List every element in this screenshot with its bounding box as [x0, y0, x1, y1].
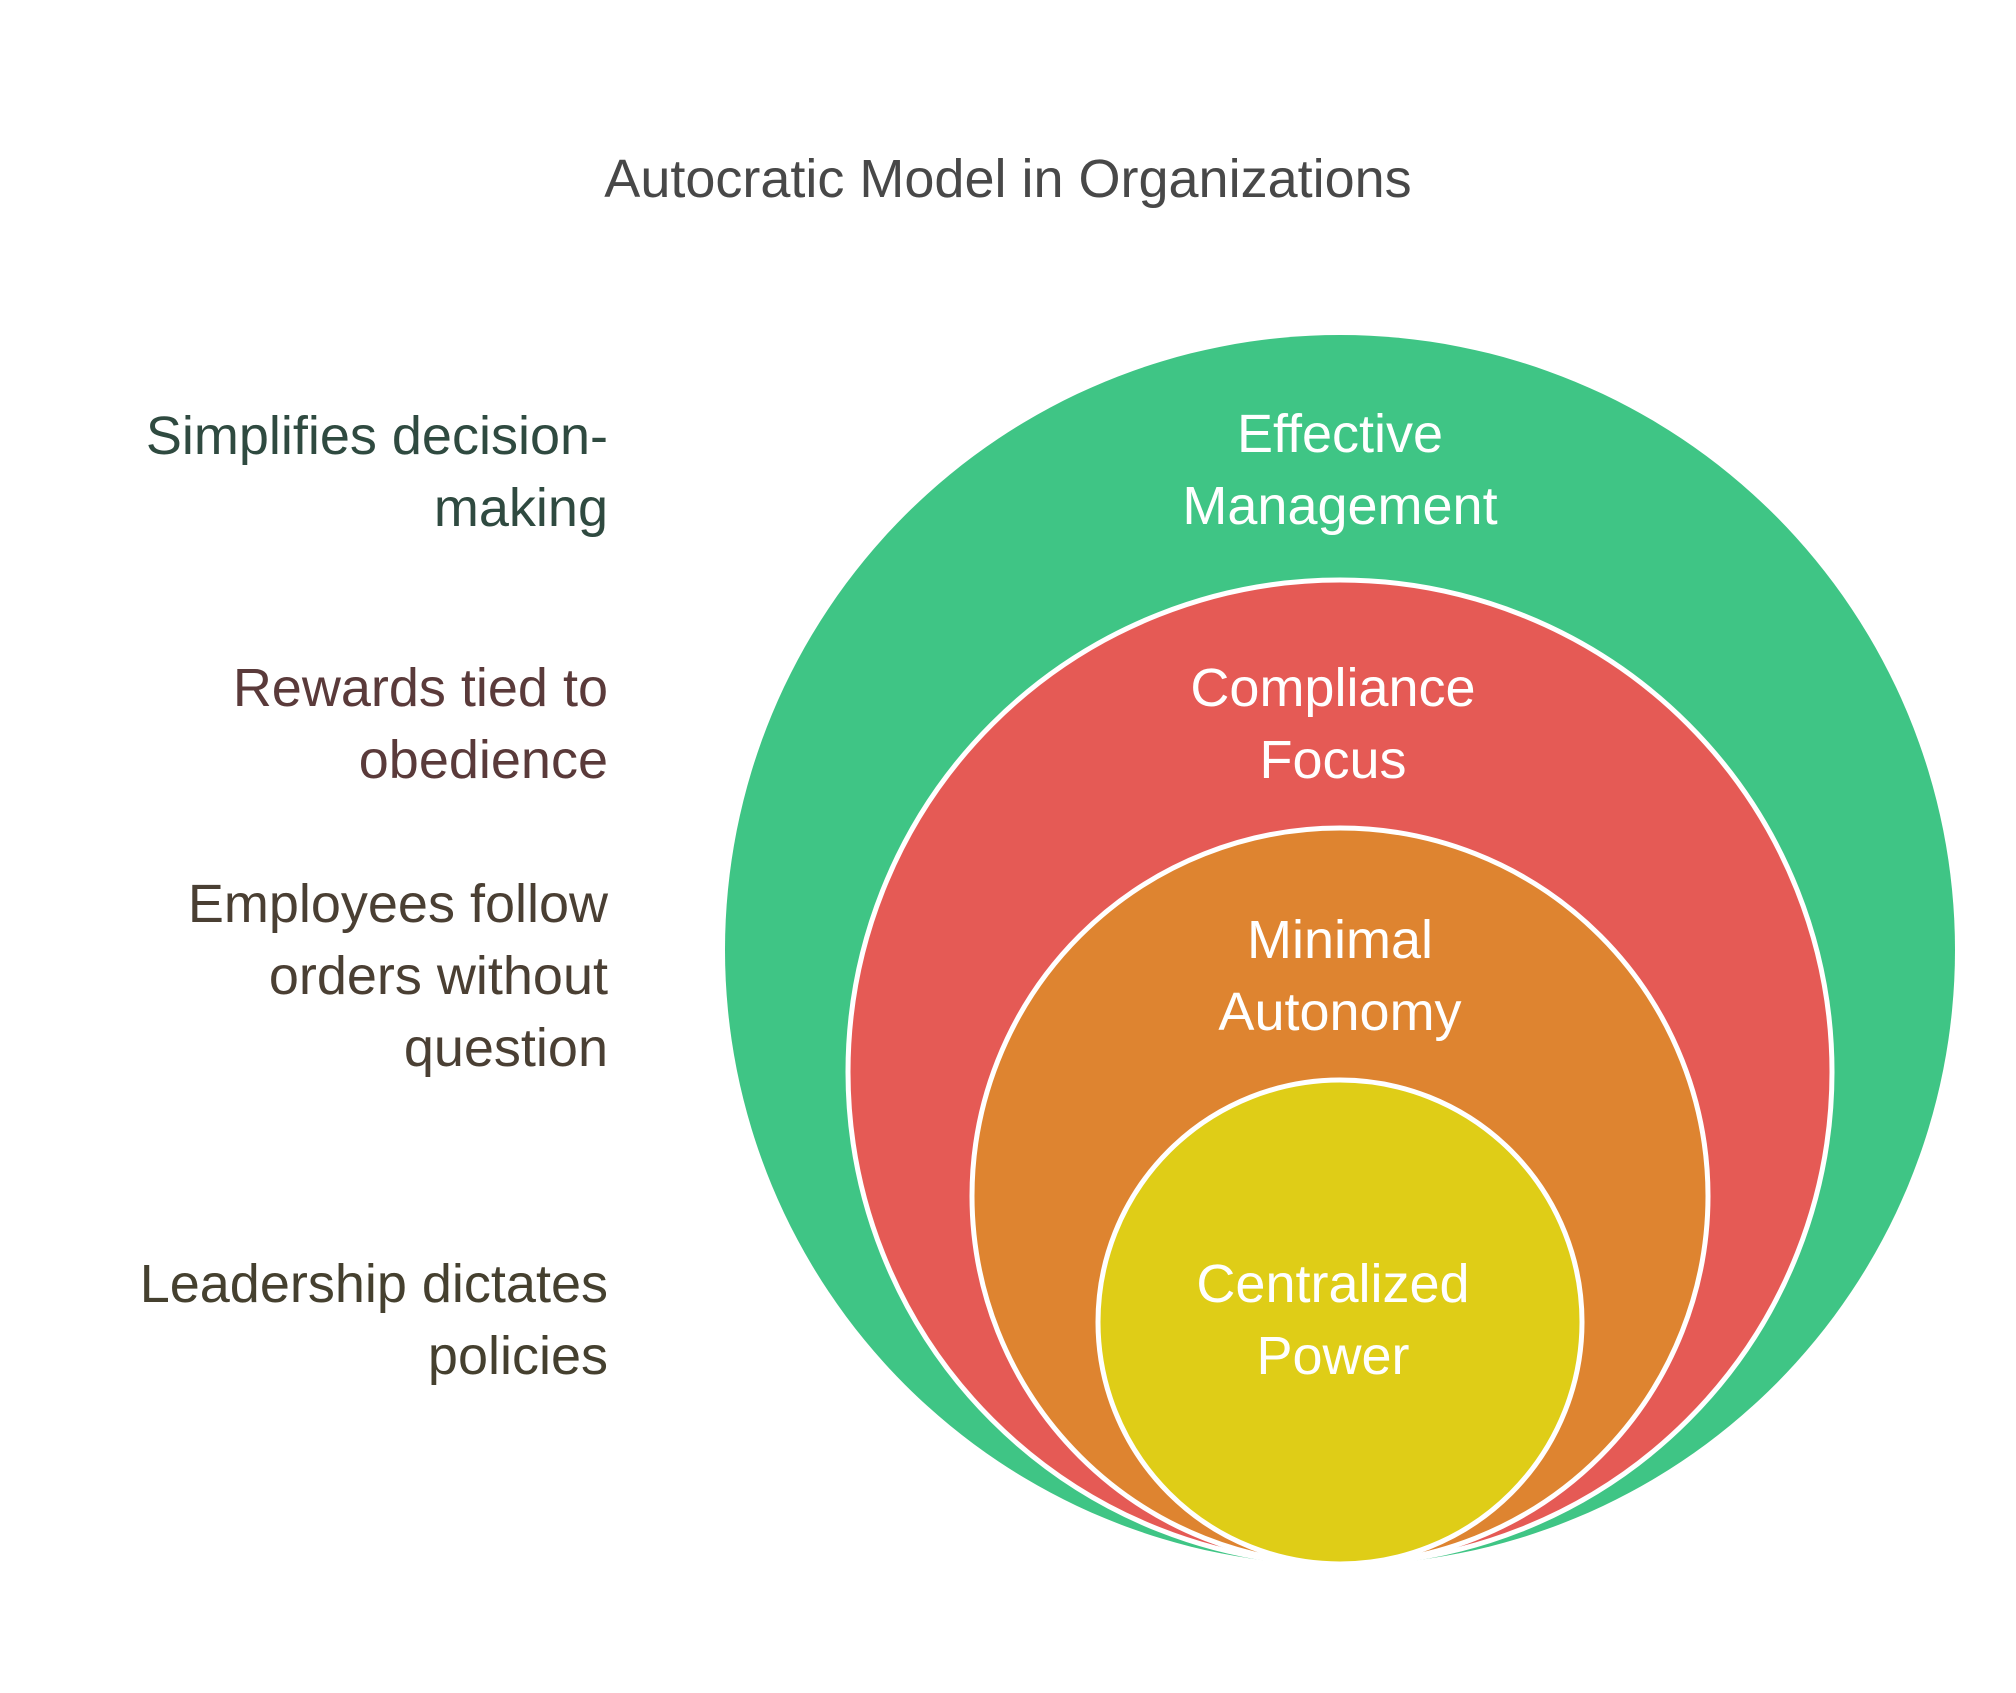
side-label-rewards-tied-to-obedience: Rewards tied to obedience [48, 652, 608, 796]
ring-label-line: Centralized [1196, 1254, 1469, 1314]
side-label-line: making [433, 478, 608, 538]
side-label-line: Rewards tied to [232, 658, 608, 718]
side-label-line: orders without [268, 946, 608, 1006]
side-label-line: Leadership dictates [139, 1254, 608, 1314]
side-label-simplifies-decision-making: Simplifies decision- making [48, 400, 608, 544]
ring-label-line: Compliance [1190, 658, 1475, 718]
side-label-leadership-dictates-policies: Leadership dictates policies [48, 1248, 608, 1392]
ring-label-line: Power [1256, 1326, 1409, 1386]
ring-label-line: Focus [1259, 730, 1406, 790]
side-label-employees-follow-orders: Employees follow orders without question [48, 868, 608, 1084]
ring-label-line: Autonomy [1218, 982, 1461, 1042]
side-label-line: Simplifies decision- [145, 406, 608, 466]
side-label-line: Employees follow [187, 874, 608, 934]
diagram-title: Autocratic Model in Organizations [604, 149, 1412, 209]
side-label-line: policies [427, 1326, 608, 1386]
ring-label-line: Minimal [1247, 910, 1433, 970]
ring-label-line: Effective [1237, 404, 1443, 464]
ring-centralized-power [1095, 1077, 1585, 1567]
ring-label-line: Management [1182, 476, 1497, 536]
side-label-line: question [403, 1018, 608, 1078]
side-label-line: obedience [358, 730, 608, 790]
